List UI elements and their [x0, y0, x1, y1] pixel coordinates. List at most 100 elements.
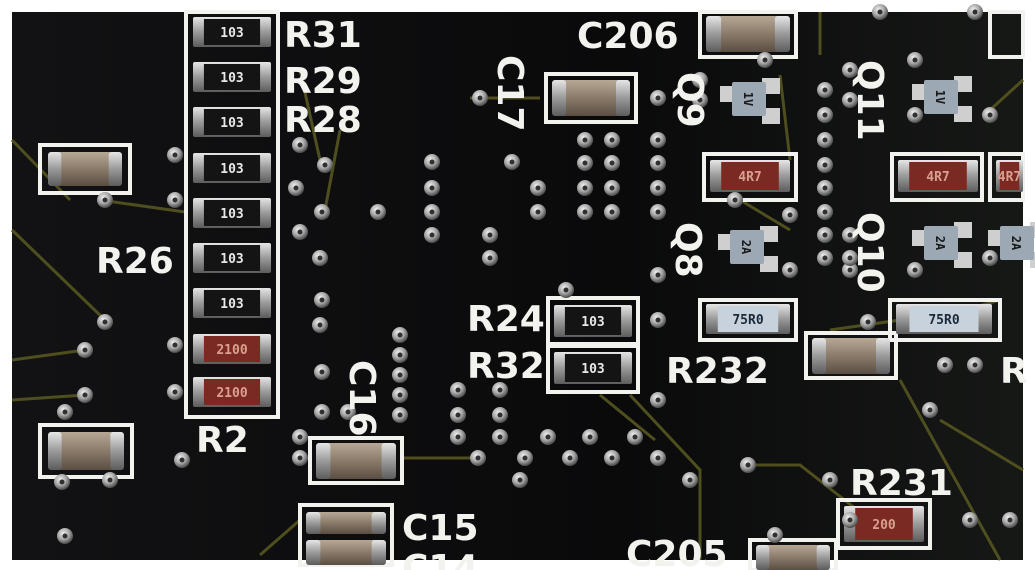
via [962, 512, 978, 528]
via [167, 384, 183, 400]
component-code: 2A [933, 236, 947, 251]
component-code: 103 [220, 207, 243, 222]
resistor-column-5: 103 [193, 198, 271, 228]
via [872, 4, 888, 20]
via [842, 227, 858, 243]
via [922, 402, 938, 418]
via [604, 155, 620, 171]
via [822, 472, 838, 488]
via [817, 107, 833, 123]
label-c15: C15 [402, 508, 479, 549]
component-code: 103 [220, 252, 243, 267]
trace [988, 78, 1025, 112]
via [817, 204, 833, 220]
component-code: 2A [1009, 236, 1023, 251]
label-c206: C206 [577, 16, 679, 57]
component-code: 103 [581, 315, 604, 330]
via [842, 262, 858, 278]
via [740, 457, 756, 473]
resistor-column-4: 103 [193, 153, 271, 183]
transistor-q8: 2A [718, 226, 778, 272]
via [292, 450, 308, 466]
silkscreen-outline [184, 10, 280, 419]
resistor-r24: 103 [554, 305, 632, 337]
trace [11, 393, 86, 402]
transistor-edge: 2A [988, 222, 1035, 268]
via [604, 132, 620, 148]
component-code: 1V [741, 92, 755, 106]
label-r29: R29 [284, 61, 362, 102]
resistor-column-9: 2100 [193, 377, 271, 407]
label-c17: C17 [489, 55, 530, 132]
trace [323, 129, 342, 211]
resistor-edge: 4R7 [996, 160, 1023, 192]
via [492, 407, 508, 423]
capacitor-c206 [706, 16, 790, 52]
via [482, 250, 498, 266]
silkscreen-outline [702, 152, 798, 202]
via [650, 90, 666, 106]
label-r31: R31 [284, 15, 362, 56]
silkscreen-outline [308, 436, 404, 485]
via [650, 450, 666, 466]
label-r32: R32 [467, 346, 545, 387]
via [682, 472, 698, 488]
component-code: 103 [220, 162, 243, 177]
via [604, 180, 620, 196]
resistor-r32: 103 [554, 352, 632, 384]
silkscreen-outline [836, 498, 932, 550]
silkscreen-outline [748, 538, 838, 570]
via [470, 450, 486, 466]
trace [11, 348, 86, 362]
via [582, 429, 598, 445]
via [167, 192, 183, 208]
component-code: 200 [872, 518, 896, 533]
via [314, 292, 330, 308]
resistor-75r0-b: 75R0 [896, 304, 992, 334]
via [650, 180, 666, 196]
silkscreen-outline [888, 298, 1002, 342]
silkscreen-outline [804, 331, 898, 380]
label-r231: R231 [850, 463, 953, 504]
via [540, 429, 556, 445]
trace [898, 379, 1002, 561]
via [982, 250, 998, 266]
via [340, 404, 356, 420]
silkscreen-labels: R31 R29 R28 R26 R2 R24 R32 R232 R231 C20… [96, 15, 1028, 570]
trace [739, 198, 791, 232]
component-code: 103 [220, 71, 243, 86]
via [288, 180, 304, 196]
component-code: 4R7 [998, 170, 1021, 185]
resistor-column-6: 103 [193, 243, 271, 273]
capacitor-left-bottom [48, 432, 124, 470]
via [782, 262, 798, 278]
resistor-column-3: 103 [193, 107, 271, 137]
via [727, 192, 743, 208]
silkscreen-outline [698, 298, 798, 342]
via [650, 312, 666, 328]
capacitor-right [812, 338, 890, 374]
via [842, 250, 858, 266]
via [907, 262, 923, 278]
via [558, 282, 574, 298]
via [57, 404, 73, 420]
via [292, 224, 308, 240]
via [577, 132, 593, 148]
via [562, 450, 578, 466]
silkscreen-outlines [38, 10, 1025, 570]
label-c16: C16 [341, 360, 382, 437]
silkscreen-outline [890, 152, 984, 202]
label-c205: C205 [626, 534, 728, 570]
via [907, 52, 923, 68]
component-code: 4R7 [738, 170, 761, 185]
label-r26: R26 [96, 241, 174, 282]
via [817, 250, 833, 266]
resistor-column-8: 2100 [193, 334, 271, 364]
component-code: 2100 [216, 343, 247, 358]
via [77, 387, 93, 403]
label-r28: R28 [284, 100, 362, 141]
label-q10: Q10 [849, 212, 890, 293]
via [167, 337, 183, 353]
via [967, 4, 983, 20]
